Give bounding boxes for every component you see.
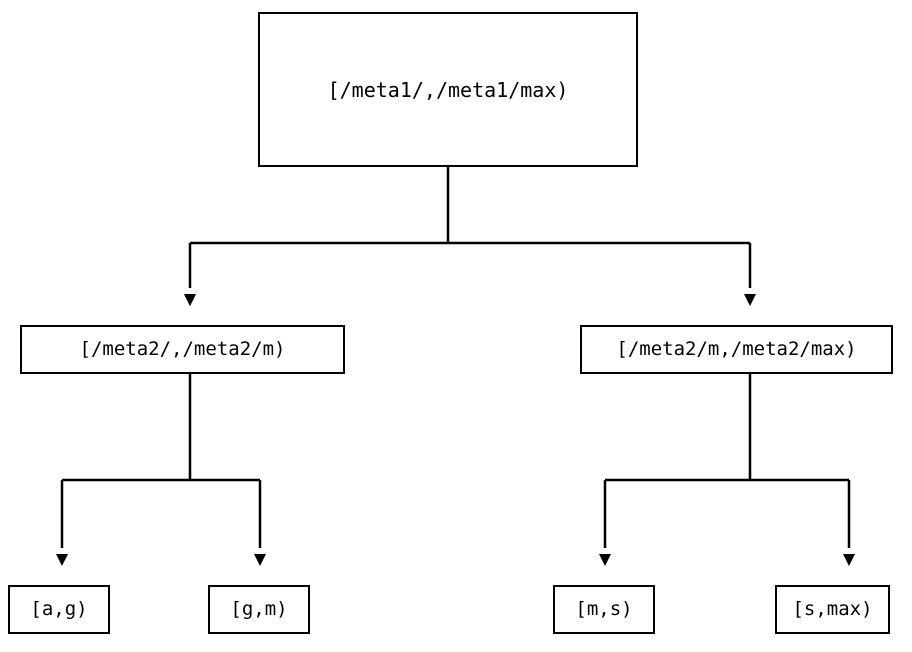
node-leaf-4-label: [s,max): [792, 598, 873, 620]
arrowhead-to-leaf-3: [599, 554, 611, 566]
node-leaf-4[interactable]: [s,max): [775, 585, 890, 634]
node-level2-right-label: [/meta2/m,/meta2/max): [616, 338, 857, 360]
edge-root-to-level2: [184, 167, 756, 306]
arrowhead-to-leaf-2: [254, 554, 266, 566]
node-root[interactable]: [/meta1/,/meta1/max): [258, 12, 638, 167]
node-leaf-2-label: [g,m): [230, 598, 288, 620]
arrowhead-to-leaf-1: [56, 554, 68, 566]
node-level2-left[interactable]: [/meta2/,/meta2/m): [20, 325, 345, 374]
arrowhead-to-leaf-4: [843, 554, 855, 566]
arrowhead-to-level2-right: [744, 294, 756, 306]
node-level2-left-label: [/meta2/,/meta2/m): [79, 338, 286, 360]
node-leaf-2[interactable]: [g,m): [208, 585, 310, 634]
node-level2-right[interactable]: [/meta2/m,/meta2/max): [580, 325, 893, 374]
arrowhead-to-level2-left: [184, 294, 196, 306]
node-leaf-1[interactable]: [a,g): [8, 585, 110, 634]
node-leaf-3-label: [m,s): [575, 598, 633, 620]
node-leaf-3[interactable]: [m,s): [553, 585, 655, 634]
edge-level2-left-to-leaves: [56, 374, 266, 566]
node-root-label: [/meta1/,/meta1/max): [327, 77, 569, 102]
edge-level2-right-to-leaves: [599, 374, 855, 566]
node-leaf-1-label: [a,g): [30, 598, 88, 620]
